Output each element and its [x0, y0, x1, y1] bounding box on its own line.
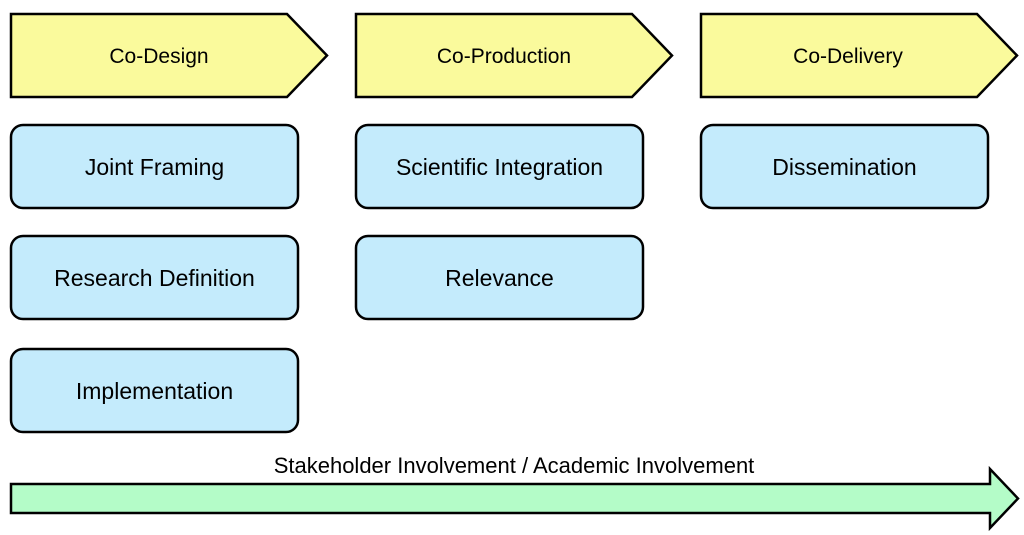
phase-label: Co-Production [437, 45, 571, 68]
item-box-scientific-integration: Scientific Integration [354, 123, 645, 210]
item-box-dissemination: Dissemination [699, 123, 990, 210]
phase-co-production: Co-Production [354, 12, 674, 99]
item-label: Scientific Integration [396, 154, 603, 180]
phase-chevron [9, 12, 329, 99]
phase-label: Co-Delivery [793, 45, 903, 68]
phase-label: Co-Design [109, 45, 208, 68]
involvement-arrow-shape [9, 465, 1020, 532]
phase-co-delivery: Co-Delivery [699, 12, 1019, 99]
involvement-label: Stakeholder Involvement / Academic Invol… [274, 453, 755, 478]
involvement-arrow: Stakeholder Involvement / Academic Invol… [9, 453, 1020, 532]
item-box-implementation: Implementation [9, 347, 300, 434]
item-label: Implementation [76, 378, 233, 404]
phase-co-design: Co-Design [9, 12, 329, 99]
item-box-research-definition: Research Definition [9, 234, 300, 321]
phase-chevron [354, 12, 674, 99]
phase-chevron [699, 12, 1019, 99]
item-label: Relevance [445, 265, 554, 291]
item-box-relevance: Relevance [354, 234, 645, 321]
item-label: Dissemination [772, 154, 916, 180]
item-label: Research Definition [54, 265, 255, 291]
item-label: Joint Framing [85, 154, 224, 180]
item-box-joint-framing: Joint Framing [9, 123, 300, 210]
